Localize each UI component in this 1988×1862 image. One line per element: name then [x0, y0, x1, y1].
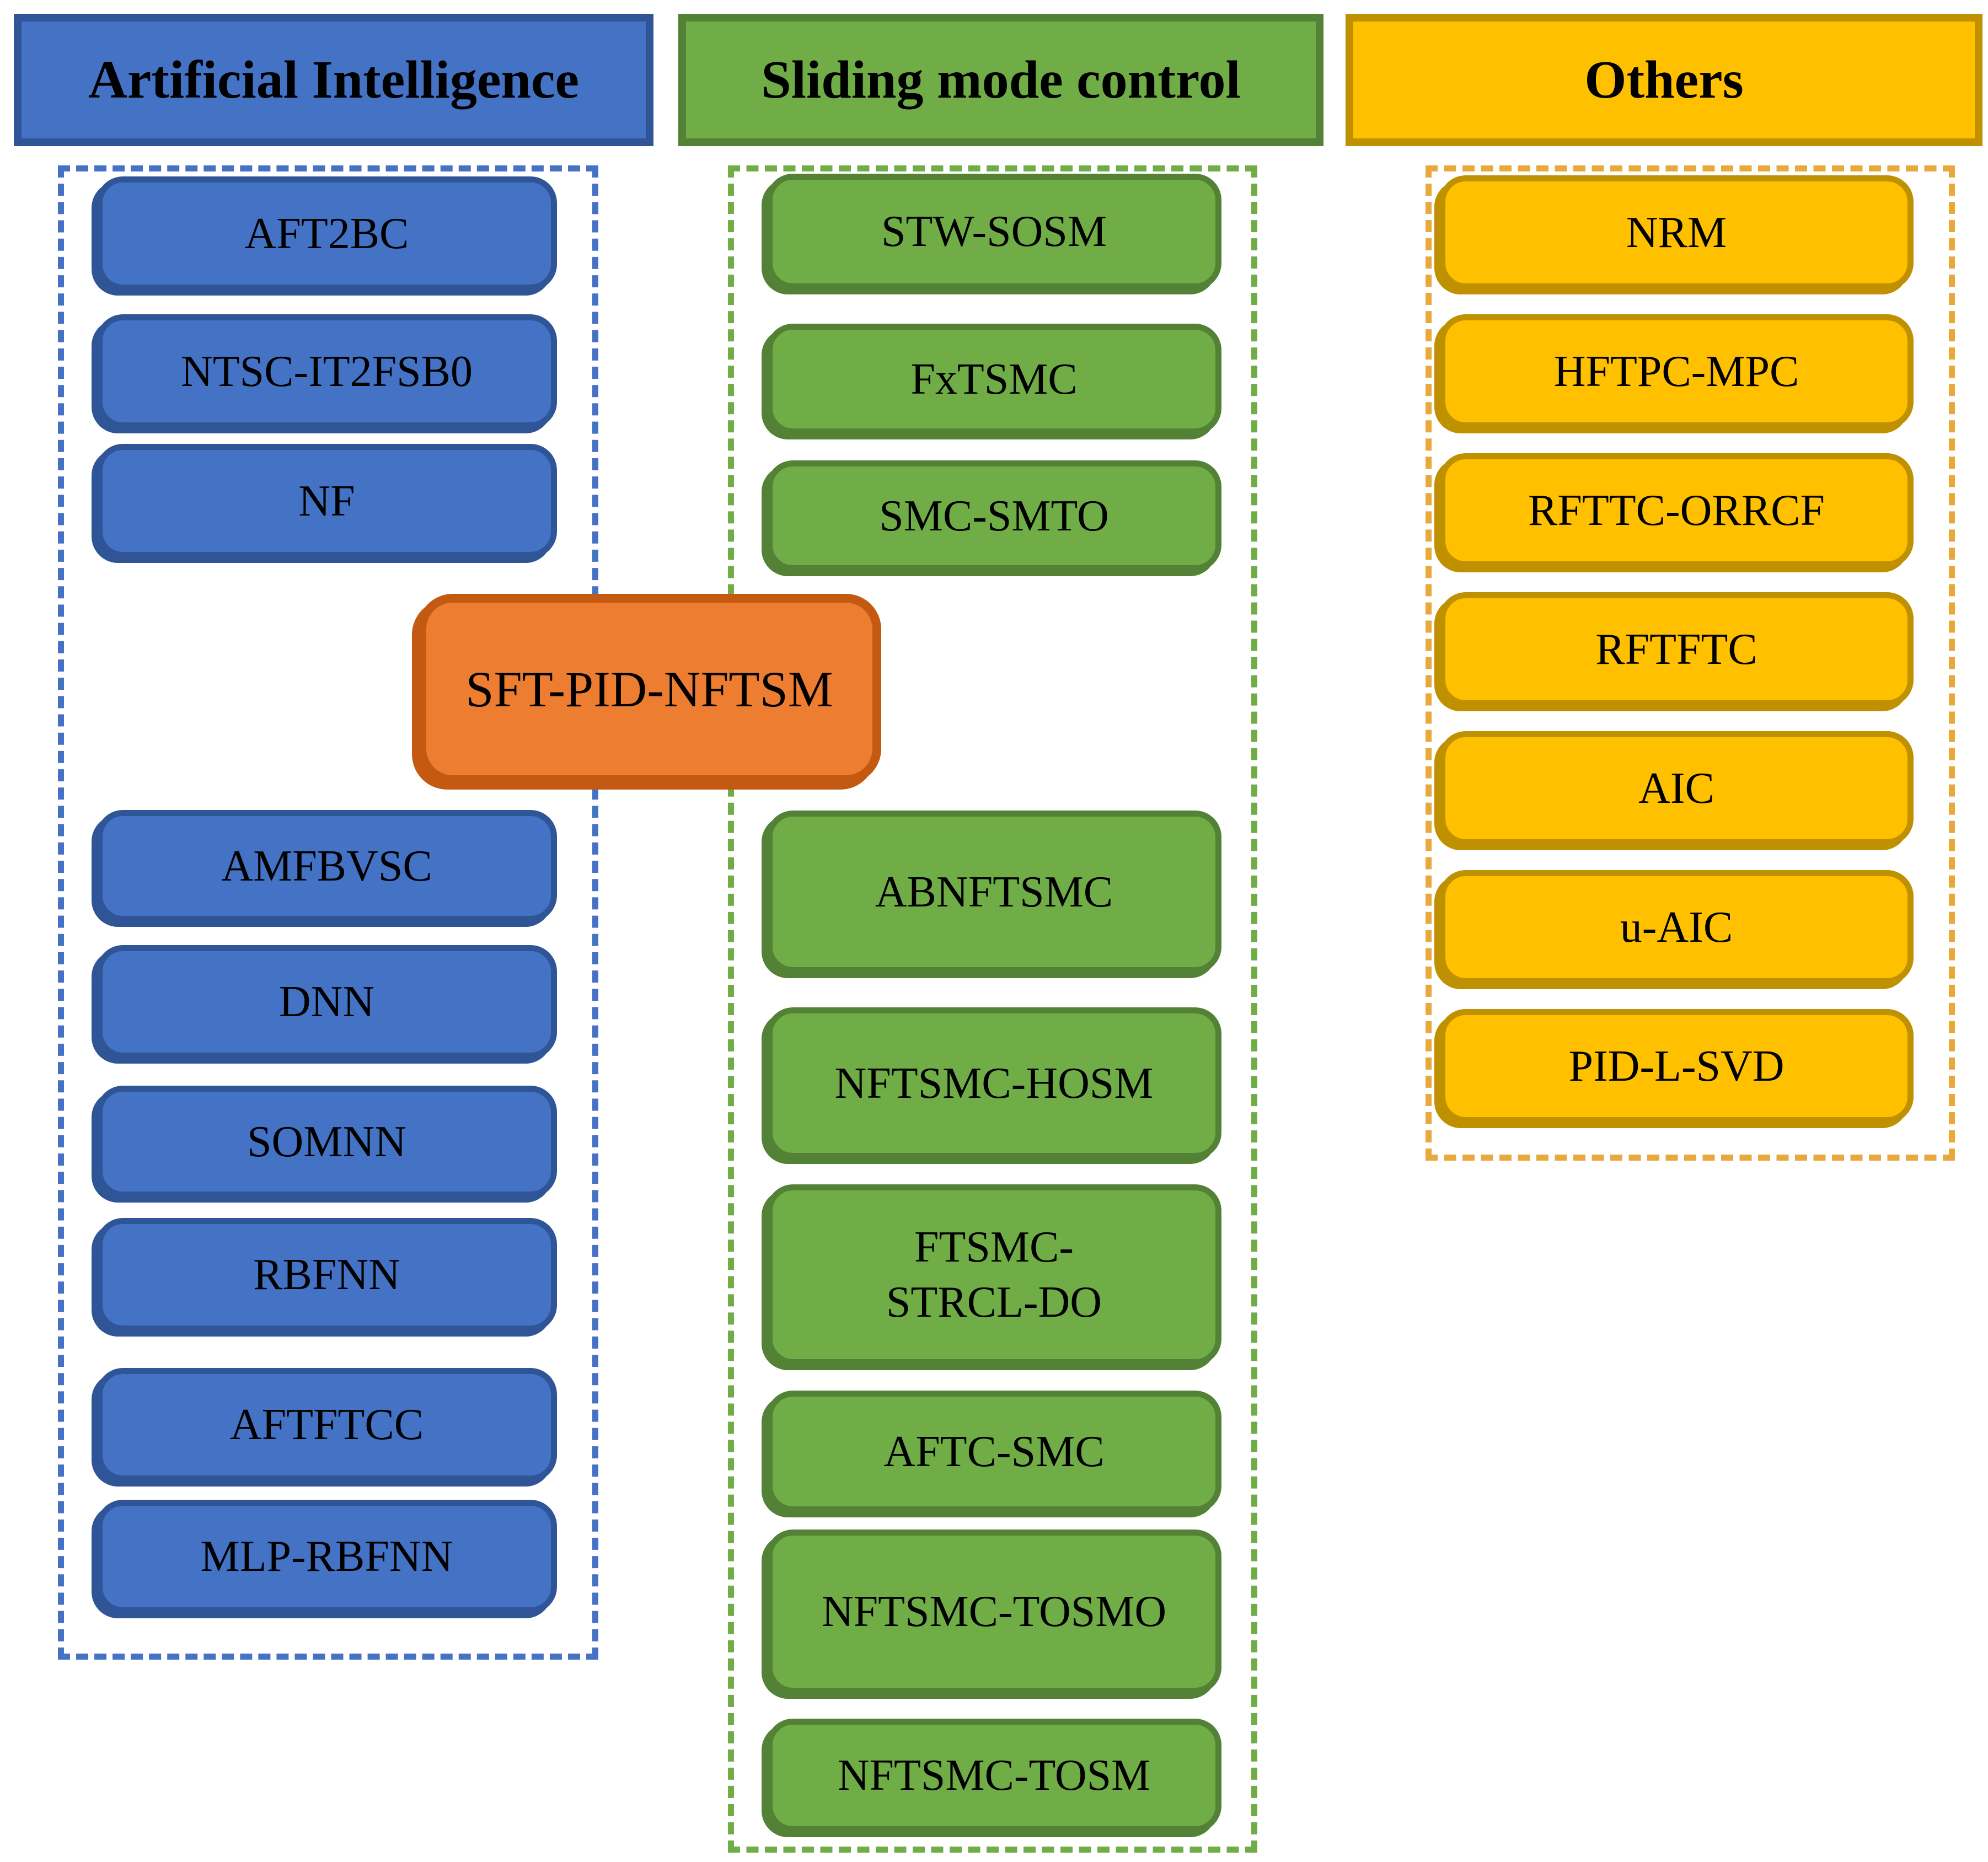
method-box-nrm: NRM — [1439, 175, 1914, 289]
header-sliding-mode-control-label: Sliding mode control — [761, 50, 1241, 110]
method-box-aftc-smc: AFTC-SMC — [767, 1391, 1221, 1512]
method-label: HFTPC-MPC — [1553, 347, 1799, 396]
method-box-u-aic: u-AIC — [1439, 870, 1914, 984]
header-others: Others — [1346, 14, 1982, 146]
method-label: RFTTC-ORRCF — [1528, 486, 1825, 535]
method-label: DNN — [278, 978, 375, 1026]
method-label: PID-L-SVD — [1568, 1042, 1785, 1091]
method-label: AFT2BC — [244, 209, 409, 258]
method-box-pid-l-svd: PID-L-SVD — [1439, 1009, 1914, 1123]
method-box-ftsmc-strcl-do: FTSMC-STRCL-DO — [767, 1184, 1221, 1365]
method-label: NTSC-IT2FSB0 — [181, 347, 473, 396]
bridge-label: SFT-PID-NFTSM — [465, 661, 833, 717]
method-box-nftsmc-tosmo: NFTSMC-TOSMO — [767, 1530, 1221, 1694]
method-box-nftsmc-hosm: NFTSMC-HOSM — [767, 1007, 1221, 1159]
method-label: NFTSMC-TOSMO — [821, 1587, 1167, 1636]
header-others-label: Others — [1584, 50, 1744, 110]
method-label: RFTFTC — [1595, 625, 1757, 674]
method-box-aic: AIC — [1439, 731, 1914, 845]
method-box-nftsmc-tosm: NFTSMC-TOSM — [767, 1719, 1221, 1832]
method-label: AFTFTCC — [229, 1400, 424, 1449]
method-label: ABNFTSMC — [875, 867, 1113, 916]
method-label: NFTSMC-TOSM — [837, 1751, 1151, 1800]
method-box-aftftcc: AFTFTCC — [97, 1368, 557, 1482]
method-label: SMC-SMTO — [879, 491, 1109, 540]
method-label: FxTSMC — [910, 355, 1078, 404]
method-box-rfttc-orrcf: RFTTC-ORRCF — [1439, 453, 1914, 567]
group-others — [1426, 165, 1955, 1161]
header-artificial-intelligence: Artificial Intelligence — [14, 14, 653, 146]
method-label: AIC — [1638, 764, 1714, 813]
method-label: SOMNN — [247, 1117, 406, 1166]
header-artificial-intelligence-label: Artificial Intelligence — [88, 50, 579, 110]
method-box-amfbvsc: AMFBVSC — [97, 810, 557, 922]
method-box-rbfnn: RBFNN — [97, 1218, 557, 1332]
method-box-aft2bc: AFT2BC — [97, 176, 557, 291]
method-label: STW-SOSM — [881, 207, 1107, 256]
method-label: RBFNN — [253, 1251, 400, 1299]
method-box-mlp-rbfnn: MLP-RBFNN — [97, 1500, 557, 1613]
group-artificial-intelligence — [58, 165, 598, 1660]
method-box-ntsc-it2fsb0: NTSC-IT2FSB0 — [97, 314, 557, 428]
method-box-hftpc-mpc: HFTPC-MPC — [1439, 314, 1914, 428]
method-label: NRM — [1626, 208, 1727, 257]
method-box-nf: NF — [97, 444, 557, 558]
method-box-dnn: DNN — [97, 945, 557, 1059]
method-box-smc-smto: SMC-SMTO — [767, 460, 1221, 571]
method-label: FTSMC-STRCL-DO — [886, 1223, 1102, 1327]
method-box-fxtsmc: FxTSMC — [767, 324, 1221, 434]
method-box-stw-sosm: STW-SOSM — [767, 174, 1221, 289]
group-sliding-mode-control — [728, 165, 1257, 1853]
method-box-rftftc: RFTFTC — [1439, 592, 1914, 706]
bridge-box-sft-pid-nftsm: SFT-PID-NFTSM — [417, 594, 881, 784]
method-label: AMFBVSC — [221, 841, 432, 890]
header-sliding-mode-control: Sliding mode control — [678, 14, 1323, 146]
method-label: NFTSMC-HOSM — [834, 1059, 1154, 1108]
method-label: MLP-RBFNN — [200, 1532, 453, 1581]
method-label: AFTC-SMC — [883, 1427, 1105, 1476]
method-label: NF — [298, 476, 355, 525]
method-label: u-AIC — [1620, 903, 1733, 952]
method-box-abnftsmc: ABNFTSMC — [767, 811, 1221, 973]
method-box-somnn: SOMNN — [97, 1086, 557, 1198]
